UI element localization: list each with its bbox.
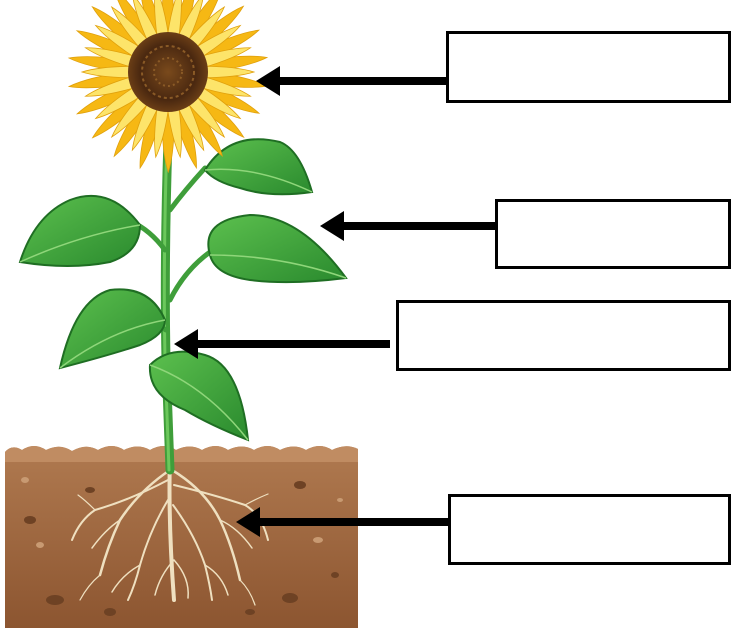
- arrow-flower: [256, 66, 447, 96]
- petal: [203, 65, 256, 79]
- petal: [194, 85, 242, 120]
- label-box-flower[interactable]: [446, 31, 731, 103]
- petal: [186, 94, 226, 138]
- petal: [131, 101, 159, 152]
- arrow-root: [236, 507, 449, 537]
- leaf-right-middle: [207, 213, 348, 284]
- petal: [132, 0, 159, 43]
- petal: [110, 94, 150, 138]
- petal: [177, 101, 205, 152]
- soil: [5, 446, 358, 628]
- label-box-stem[interactable]: [396, 300, 731, 371]
- petal: [199, 47, 252, 68]
- leaf-upper-right: [203, 138, 314, 196]
- sunflower-head: [67, 0, 269, 174]
- petal: [110, 6, 150, 50]
- leaves: [18, 138, 348, 442]
- petal: [94, 85, 142, 120]
- petal: [80, 65, 133, 79]
- roots: [71, 453, 269, 606]
- petal: [194, 24, 242, 59]
- arrow-stem: [174, 329, 390, 359]
- petal: [199, 76, 252, 97]
- flower-center: [128, 32, 208, 112]
- petal: [84, 76, 137, 97]
- petal: [177, 0, 204, 43]
- petals: [67, 0, 269, 174]
- arrows: [174, 66, 496, 537]
- petal: [166, 0, 182, 39]
- leaf-left-lower: [58, 288, 167, 370]
- leaf-left-upper: [18, 194, 142, 267]
- petal: [154, 0, 170, 39]
- petal: [166, 105, 182, 159]
- petal: [94, 24, 142, 59]
- petal: [84, 47, 137, 68]
- arrow-leaf: [320, 211, 496, 241]
- petal: [186, 6, 226, 50]
- petal: [154, 105, 170, 159]
- label-box-root[interactable]: [448, 494, 731, 565]
- label-box-leaf[interactable]: [495, 199, 731, 269]
